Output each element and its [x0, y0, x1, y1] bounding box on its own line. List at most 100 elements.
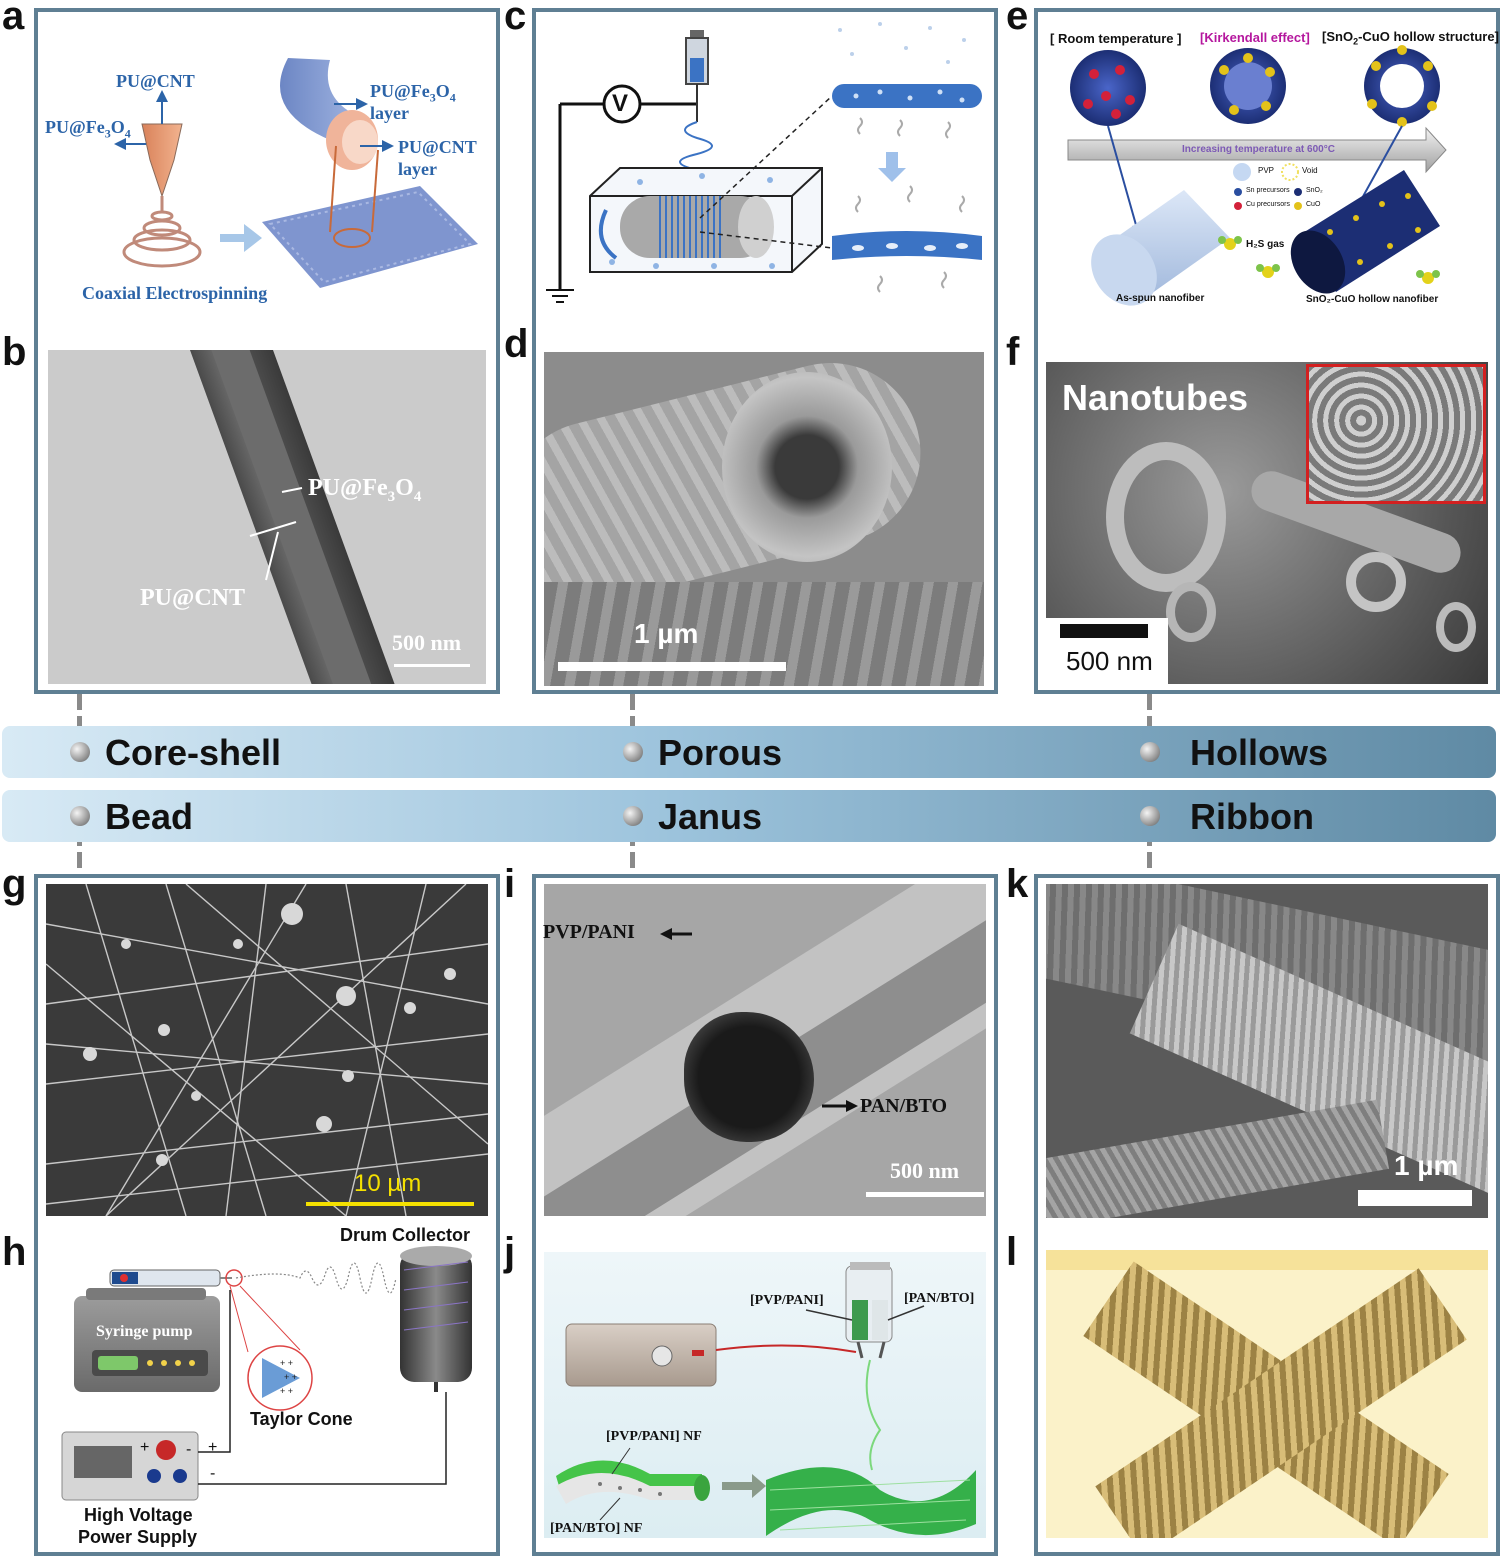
- nanotubes-title: Nanotubes: [1062, 377, 1249, 418]
- label-as-spun: As-spun nanofiber: [1116, 293, 1205, 304]
- tem-image-janus: [544, 884, 986, 1216]
- nanotube: [1346, 552, 1406, 612]
- temperature-arrow-label: Increasing temperature at 600°C: [1182, 144, 1335, 155]
- band-node: [623, 742, 643, 762]
- band-node: [1140, 742, 1160, 762]
- letter-i: i: [504, 862, 516, 906]
- label-tem-pan-bto: PAN/BTO: [860, 1095, 948, 1117]
- band-node: [70, 806, 90, 826]
- connector-stem: [77, 694, 82, 736]
- label-text: -CuO hollow structure]: [1358, 29, 1499, 44]
- subscript: 3: [387, 488, 396, 505]
- subscript: 4: [449, 90, 456, 105]
- stage-kirkendall: [Kirkendall effect]: [1200, 30, 1310, 45]
- label-pu-fe3o4: PU@Fe3O4: [45, 118, 131, 140]
- subscript: 2: [1353, 36, 1359, 47]
- label-hollow-nanofiber: SnO₂-CuO hollow nanofiber: [1306, 294, 1439, 305]
- label-text: PU@Fe: [370, 81, 430, 101]
- label-text: O: [435, 81, 450, 101]
- letter-e: e: [1006, 0, 1029, 38]
- band-node: [1140, 806, 1160, 826]
- nanotube: [1166, 582, 1216, 642]
- scale-bar-i: [866, 1192, 984, 1197]
- bead-network: [46, 884, 488, 1216]
- scale-label-i: 500 nm: [890, 1158, 960, 1183]
- letter-d: d: [504, 322, 529, 366]
- label-setup-pvp-pani: [PVP/PANI]: [750, 1293, 824, 1308]
- scale-label-b: 500 nm: [392, 630, 462, 655]
- psu-minus: -: [186, 1441, 192, 1458]
- label-high-voltage: High Voltage: [84, 1505, 193, 1525]
- render-top-strip: [1046, 1250, 1488, 1270]
- letter-f: f: [1006, 330, 1020, 374]
- porous-fiber-end: [722, 372, 892, 562]
- subscript: 4: [124, 126, 131, 141]
- legend-cu-precursors: Cu precursors: [1246, 201, 1290, 208]
- stage-hollow-structure: [SnO2-CuO hollow structure]: [1322, 30, 1499, 47]
- label-layer: layer: [398, 159, 437, 179]
- stage-room-temperature: [ Room temperature ]: [1050, 31, 1182, 46]
- legend-pvp: PVP: [1258, 166, 1275, 175]
- label-tem-pvp-pani: PVP/PANI: [543, 921, 635, 943]
- nanotube: [1106, 442, 1226, 592]
- label-text: PU@Fe: [45, 117, 105, 137]
- connector-stem: [77, 830, 82, 874]
- band-node: [623, 806, 643, 826]
- nanotube: [1436, 602, 1476, 652]
- scale-bar-g: [306, 1202, 474, 1206]
- sem-image-porous: [544, 352, 984, 686]
- label-text: O: [395, 475, 414, 501]
- label-text: O: [110, 117, 125, 137]
- label-power-supply: Power Supply: [78, 1527, 198, 1547]
- scale-label-k: 1 µm: [1394, 1150, 1459, 1181]
- letter-c: c: [504, 0, 527, 38]
- label-text: PU@Fe: [308, 475, 388, 501]
- label-text: [SnO: [1322, 29, 1354, 44]
- subscript: 3: [429, 90, 436, 105]
- legend-sno2: SnO₂: [1306, 187, 1323, 194]
- ribbon-render: [1046, 1250, 1488, 1538]
- letter-a: a: [2, 0, 25, 38]
- label-pan-bto-nf: [PAN/BTO] NF: [550, 1521, 643, 1536]
- category-core-shell: Core-shell: [105, 732, 282, 773]
- tem-image-core-shell: [48, 350, 486, 684]
- voltmeter-label: V: [612, 90, 629, 117]
- scale-bar-k: [1358, 1190, 1472, 1206]
- label-taylor-cone: Taylor Cone: [250, 1409, 353, 1429]
- letter-g: g: [2, 862, 27, 906]
- label-setup-pan-bto: [PAN/BTO]: [904, 1291, 975, 1306]
- sem-image-ribbon: [1046, 884, 1488, 1218]
- caption-coaxial: Coaxial Electrospinning: [82, 283, 268, 303]
- letter-k: k: [1006, 862, 1029, 906]
- category-hollows: Hollows: [1190, 732, 1329, 773]
- label-layer: layer: [370, 103, 409, 123]
- scale-bar-f: [1060, 624, 1148, 638]
- category-band-top: [2, 726, 1496, 778]
- connector-stem: [1147, 694, 1152, 736]
- label-fe-layer: PU@Fe3O4: [370, 82, 456, 104]
- label-cnt-layer: PU@CNT: [398, 137, 477, 157]
- band-node: [70, 742, 90, 762]
- scale-label-f: 500 nm: [1066, 646, 1153, 676]
- scale-bar-b: [394, 664, 470, 667]
- category-porous: Porous: [658, 732, 783, 773]
- sem-image-beads: [46, 884, 488, 1216]
- category-bead: Bead: [105, 796, 194, 837]
- connector-stem: [630, 830, 635, 874]
- label-tem-fe3o4: PU@Fe3O4: [308, 476, 421, 505]
- ribbon-lower: [1046, 1099, 1390, 1218]
- nanotube-inset: [1306, 364, 1486, 504]
- letter-b: b: [2, 330, 27, 374]
- psu-plus: +: [140, 1439, 150, 1456]
- legend-void: Void: [1302, 166, 1318, 175]
- scale-label-g: 10 µm: [354, 1170, 422, 1197]
- janus-particle: [684, 1012, 814, 1142]
- label-pu-cnt: PU@CNT: [116, 71, 195, 91]
- subscript: 4: [413, 488, 422, 505]
- letter-j: j: [504, 1230, 516, 1274]
- subscript: 3: [104, 126, 111, 141]
- category-band-bottom: [2, 790, 1496, 842]
- connector-stem: [1147, 830, 1152, 874]
- label-drum-collector: Drum Collector: [340, 1225, 471, 1245]
- category-ribbon: Ribbon: [1190, 796, 1314, 837]
